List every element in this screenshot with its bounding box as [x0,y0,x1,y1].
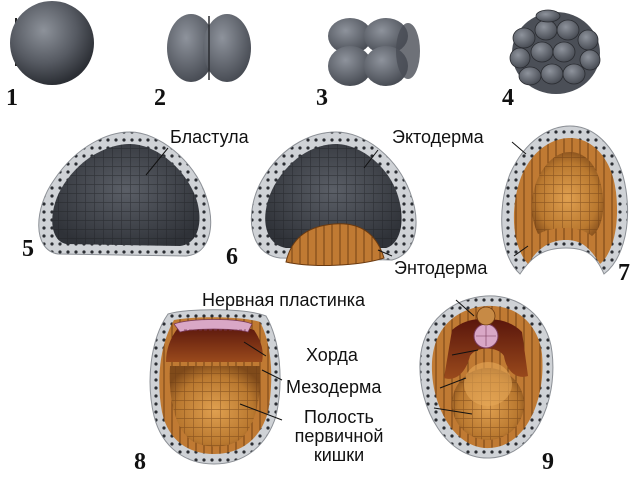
label-ectoderm: Эктодерма [392,128,484,147]
label-blastula: Бластула [170,128,249,147]
label-neural-plate: Нервная пластинка [202,291,365,310]
stage-number-7: 7 [618,261,630,285]
label-primary-gut-cavity-line-2: первичной [284,427,394,446]
stage-number-5: 5 [22,237,34,261]
stage-8-neurula [150,310,282,464]
stage-4-morula [510,10,600,94]
label-primary-gut-cavity: Полость первичной кишки [284,408,394,465]
stage-2-two-cells [167,14,251,82]
label-mesoderm: Мезодерма [286,378,381,397]
stage-7-gastrula [502,126,628,274]
stage-number-2: 2 [154,86,166,110]
label-notochord: Хорда [306,346,358,365]
label-primary-gut-cavity-line-1: Полость [284,408,394,427]
stage-number-9: 9 [542,450,554,474]
stage-1-zygote [10,1,94,85]
label-primary-gut-cavity-line-3: кишки [284,446,394,465]
stage-number-1: 1 [6,86,18,110]
stage-number-6: 6 [226,245,238,269]
stage-number-4: 4 [502,86,514,110]
stage-6-early-gastrula [251,132,416,265]
stage-number-8: 8 [134,450,146,474]
stage-9-neurula-section [420,296,553,458]
stage-number-3: 3 [316,86,328,110]
stage-5-blastula [39,132,211,256]
stage-3-eight-cells [328,18,420,86]
label-endoderm: Энтодерма [394,259,487,278]
